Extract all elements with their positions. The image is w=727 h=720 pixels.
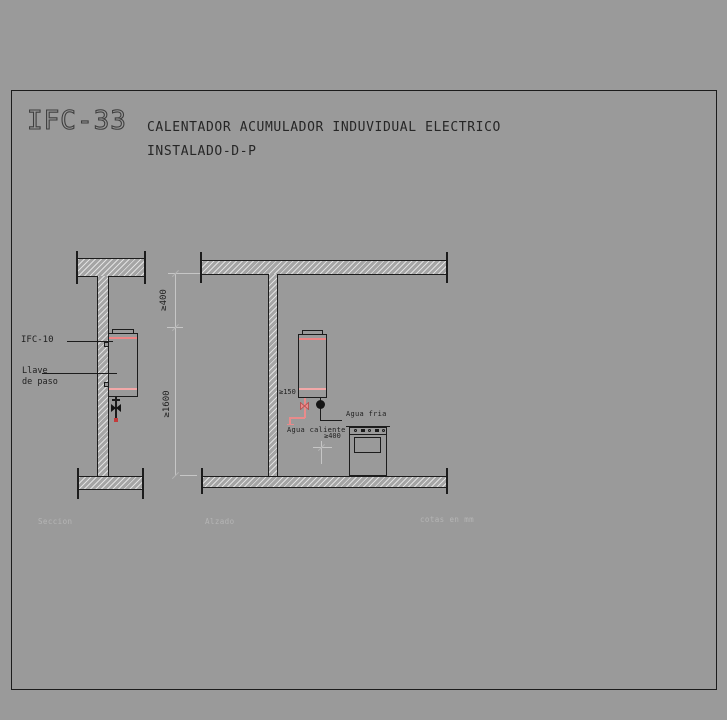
section-valve-icon — [111, 404, 121, 412]
stove-top-edge — [346, 425, 390, 428]
elevation-caption: Alzado — [205, 517, 235, 526]
units-note: cotas en mm — [420, 515, 475, 524]
stove-knob-4 — [375, 429, 379, 432]
elevation-floor-slab — [202, 476, 447, 488]
section-heater-bottom-band — [109, 388, 137, 390]
hot-pipe-valve-icon — [300, 402, 309, 410]
elevation-floor-tick-left — [201, 468, 203, 494]
stove-knob-5 — [382, 429, 385, 432]
dim-wall-height: ≥1600 — [162, 390, 172, 418]
hot-pipe-end-tick — [286, 423, 294, 425]
cold-water-label: Agua fria — [346, 410, 387, 418]
dim-side-clearance: ≥150 — [279, 388, 296, 396]
cold-pipe-horizontal — [320, 419, 342, 422]
drawing-title-line2: INSTALADO-D-P — [147, 144, 257, 159]
dimension-ext-top — [168, 273, 203, 274]
elevation-wall — [268, 274, 278, 476]
valve-label-leader — [42, 372, 117, 374]
cold-pipe-vertical — [319, 398, 322, 420]
valve-label-line2: de paso — [22, 377, 58, 387]
stove-oven-door — [354, 437, 381, 453]
drawing-frame — [11, 90, 717, 690]
dim-outlet-height: ≥400 — [324, 432, 341, 440]
section-wall-bracket-bottom — [104, 382, 109, 387]
section-ceiling-tick-right — [144, 251, 146, 284]
dimension-line-vertical — [175, 273, 176, 476]
drawing-title-line1: CALENTADOR ACUMULADOR INDUVIDUAL ELECTRI… — [147, 120, 501, 135]
outlet-dim-line — [321, 441, 322, 464]
section-floor-tick-right — [142, 468, 144, 499]
section-wall — [97, 276, 109, 477]
section-floor-slab — [78, 476, 143, 490]
elevation-floor-tick-right — [446, 468, 448, 494]
outlet-dim-ext — [313, 447, 332, 448]
elevation-ceiling-tick-right — [446, 252, 448, 283]
hot-water-label: Agua caliente — [287, 426, 346, 434]
section-valve-red-dot — [114, 418, 118, 422]
elevation-heater-top-band — [299, 338, 326, 341]
stove-knob-2 — [361, 429, 365, 432]
elevation-ceiling-slab — [201, 260, 447, 275]
section-heater-body — [108, 333, 138, 397]
section-caption: Seccion — [38, 517, 73, 526]
section-valve-handle — [112, 399, 120, 401]
dimension-ext-bottom — [180, 474, 197, 476]
cold-pipe-valve-icon — [316, 400, 325, 409]
hot-pipe-drop — [289, 417, 291, 424]
dim-ceiling-clearance: ≥400 — [159, 289, 169, 311]
stove-knob-1 — [354, 429, 357, 432]
hot-pipe-horizontal — [289, 417, 305, 419]
hot-pipe-vertical — [303, 398, 306, 418]
elevation-ceiling-tick-left — [200, 252, 202, 283]
section-ceiling-slab — [77, 258, 145, 277]
section-floor-tick-left — [77, 468, 79, 499]
elevation-heater-body — [298, 334, 327, 398]
heater-label: IFC-10 — [21, 335, 54, 345]
section-wall-bracket-top — [104, 342, 109, 347]
stove-knob-3 — [368, 429, 371, 432]
valve-label-line1: Llave — [22, 366, 48, 376]
stove-panel-line — [349, 433, 387, 435]
heater-label-leader — [67, 341, 113, 343]
section-ceiling-tick-left — [76, 251, 78, 284]
section-heater-top-band — [109, 337, 137, 340]
drawing-code: IFC-33 — [26, 106, 127, 136]
elevation-heater-bottom-band — [299, 388, 326, 390]
